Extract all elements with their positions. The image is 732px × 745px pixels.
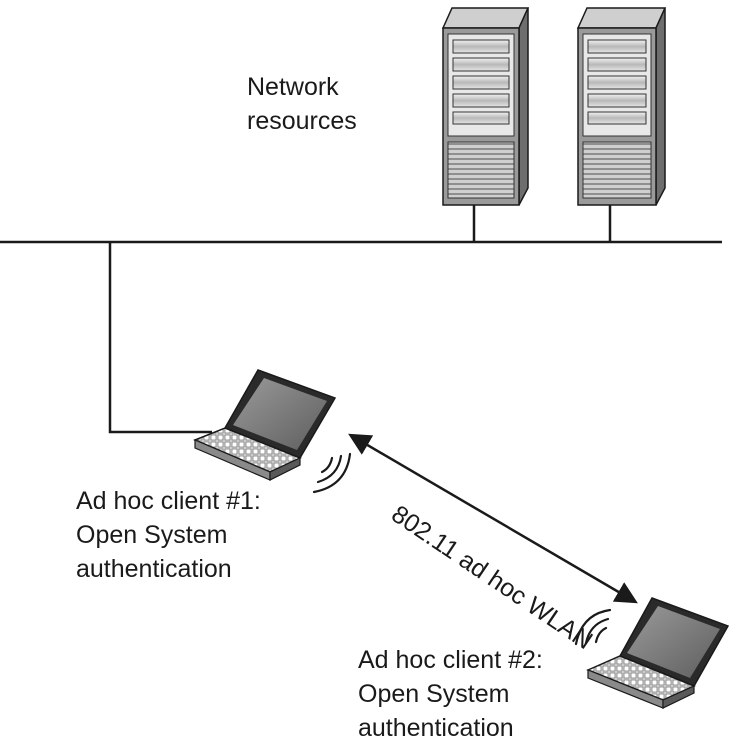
double-arrow-icon	[348, 433, 638, 604]
laptop-icon	[193, 369, 337, 481]
client2-label-line2: Open System	[358, 680, 510, 708]
server-tower-icon	[441, 7, 530, 206]
client2-label-line3: authentication	[358, 714, 514, 742]
client2-label-line1: Ad hoc client #2:	[358, 646, 543, 674]
client2-label: Ad hoc client #2: Open System authentica…	[358, 643, 543, 745]
client1-label-line3: authentication	[76, 555, 232, 583]
laptop-icon	[586, 597, 730, 709]
client1-wired-connection	[108, 242, 212, 434]
server-tower-icon	[576, 7, 667, 206]
network-resources-line2: resources	[247, 107, 357, 135]
network-resources-label: Network resources	[247, 70, 357, 138]
network-resources-line1: Network	[247, 73, 339, 101]
client1-label-line1: Ad hoc client #1:	[76, 487, 261, 515]
wireless-signal-icon	[574, 608, 612, 646]
client1-label-line2: Open System	[76, 521, 228, 549]
wireless-signal-icon	[312, 452, 352, 494]
client1-label: Ad hoc client #1: Open System authentica…	[76, 484, 261, 586]
